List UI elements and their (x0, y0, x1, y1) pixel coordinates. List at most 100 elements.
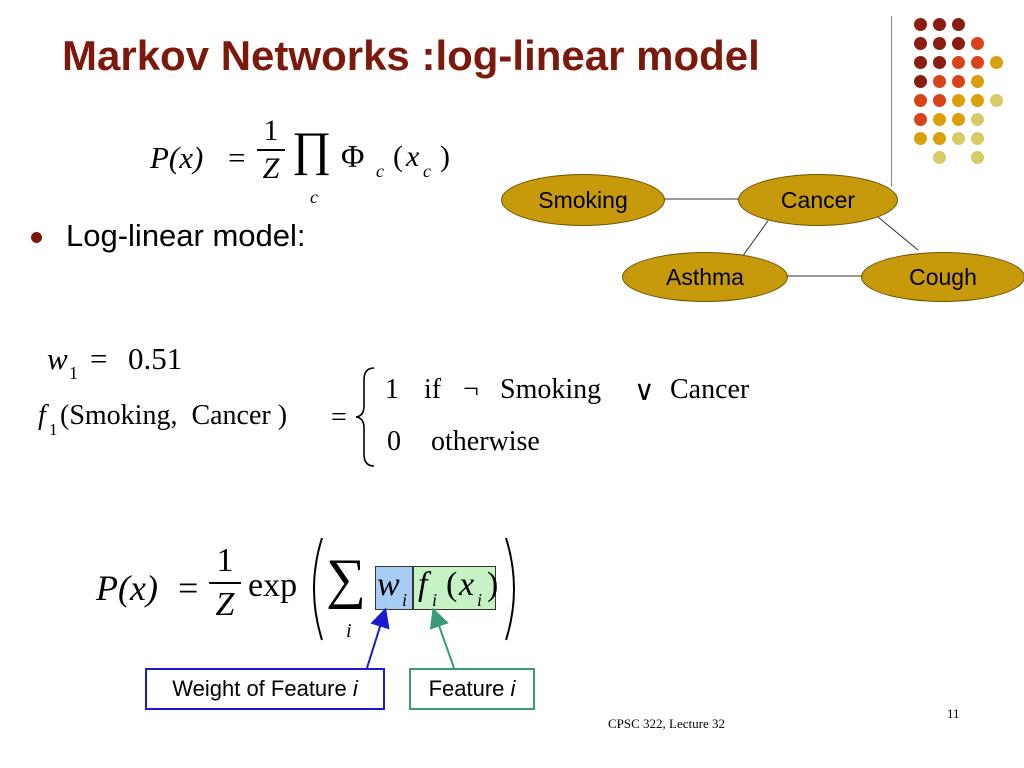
weight-callout-text: Weight of Feature (172, 676, 353, 701)
feature-term-subscript: i (432, 590, 438, 610)
decor-dot (990, 56, 1003, 69)
arg-variable: x (406, 140, 420, 173)
feature-callout-text: Feature (428, 676, 511, 701)
case1-var2: Cancer (670, 374, 750, 405)
feature-callout-index: i (510, 676, 516, 701)
slide-footer: CPSC 322, Lecture 32 (608, 716, 725, 731)
decor-dot (914, 132, 927, 145)
decor-dot (952, 56, 965, 69)
decor-dot (933, 94, 946, 107)
case1-negation: ¬ (463, 374, 479, 405)
feature-symbol: f (38, 400, 46, 431)
decor-dot (971, 132, 984, 145)
case1-value: 1 (385, 374, 399, 405)
decor-dot (990, 94, 1003, 107)
formula-lhs: P(x) (150, 140, 204, 175)
decor-dot (971, 113, 984, 126)
case2-value: 0 (387, 426, 401, 457)
product-symbol: ∏ (292, 123, 332, 176)
formula2-fraction-bar (209, 582, 241, 584)
exp-function: exp (248, 567, 298, 604)
decor-dot (971, 56, 984, 69)
sum-symbol: ∑ (326, 548, 366, 610)
case2-text: otherwise (431, 426, 540, 457)
page-number: 11 (947, 706, 960, 721)
bullet-text: Log-linear model: (66, 218, 306, 253)
decor-dot (914, 75, 927, 88)
arg-subscript: c (423, 161, 431, 181)
node-smoking: Smoking (501, 174, 665, 226)
formula2-fraction: 1 Z (208, 544, 242, 622)
decor-dot (933, 37, 946, 50)
feature-highlight (413, 566, 496, 610)
fraction-denominator: Z (262, 152, 280, 185)
decor-dot (933, 132, 946, 145)
feature-arg-close: ) (487, 566, 499, 603)
edge-cancer-asthma (741, 217, 771, 258)
sum-subscript: i (346, 620, 352, 642)
arg-open: ( (393, 140, 403, 173)
network-edges (662, 198, 919, 277)
weight-term: w (377, 566, 400, 603)
decorative-vertical-line (891, 16, 892, 186)
decor-dot (952, 132, 965, 145)
formula-fraction: 1 Z (256, 116, 286, 184)
weight-highlight (375, 566, 413, 610)
formula2-lhs: P(x) (96, 568, 158, 608)
feature-callout: Feature i (409, 668, 535, 710)
decor-dot (933, 151, 946, 164)
bullet-marker (31, 232, 42, 243)
edge-cancer-cough (877, 216, 919, 251)
decor-dot (914, 18, 927, 31)
weight-term-subscript: i (402, 590, 408, 610)
decor-dot (933, 75, 946, 88)
arg-close: ) (440, 140, 450, 173)
decor-dot (933, 56, 946, 69)
slide-title: Markov Networks :log-linear model (62, 32, 760, 79)
case1-if: if (424, 374, 442, 405)
feature-arg-open: ( (446, 566, 458, 603)
feature-term: f (418, 566, 428, 603)
decor-dot (971, 94, 984, 107)
node-asthma: Asthma (622, 252, 788, 302)
fraction-bar (257, 149, 285, 151)
decor-dot (914, 94, 927, 107)
weight-callout-index: i (352, 676, 358, 701)
decor-dot (914, 113, 927, 126)
product-subscript: c (310, 187, 318, 207)
phi-symbol: Φ (341, 138, 365, 174)
decor-dot (933, 18, 946, 31)
decor-dot (952, 75, 965, 88)
piecewise-brace (355, 367, 375, 467)
feature-equals: = (331, 402, 347, 433)
formula2-equals: = (178, 568, 199, 608)
weight-subscript: 1 (69, 363, 78, 383)
decor-dot (914, 56, 927, 69)
formula2-denominator: Z (215, 586, 235, 623)
feature-arrow (429, 607, 455, 669)
decor-dot (933, 113, 946, 126)
node-cough: Cough (861, 252, 1024, 302)
decor-dot (971, 75, 984, 88)
weight-callout: Weight of Feature i (145, 668, 385, 710)
weight-symbol: w (47, 341, 68, 376)
feature-arg-subscript: i (477, 590, 483, 610)
formula2-numerator: 1 (216, 542, 234, 579)
case1-or: ∨ (634, 376, 655, 407)
formula-equals: = (228, 140, 246, 175)
phi-subscript: c (376, 161, 384, 181)
feature-arg-x: x (459, 566, 475, 603)
feature-arguments: (Smoking, Cancer ) (60, 400, 288, 431)
decor-dot (952, 18, 965, 31)
decor-dot (971, 37, 984, 50)
big-parentheses (313, 537, 515, 641)
weight-arrow (366, 607, 390, 669)
decor-dot (952, 113, 965, 126)
node-cancer: Cancer (738, 174, 898, 226)
feature-subscript: 1 (49, 420, 58, 439)
decor-dot (914, 37, 927, 50)
weight-value: 0.51 (128, 341, 183, 376)
decor-dot (971, 151, 984, 164)
decor-dot (952, 94, 965, 107)
